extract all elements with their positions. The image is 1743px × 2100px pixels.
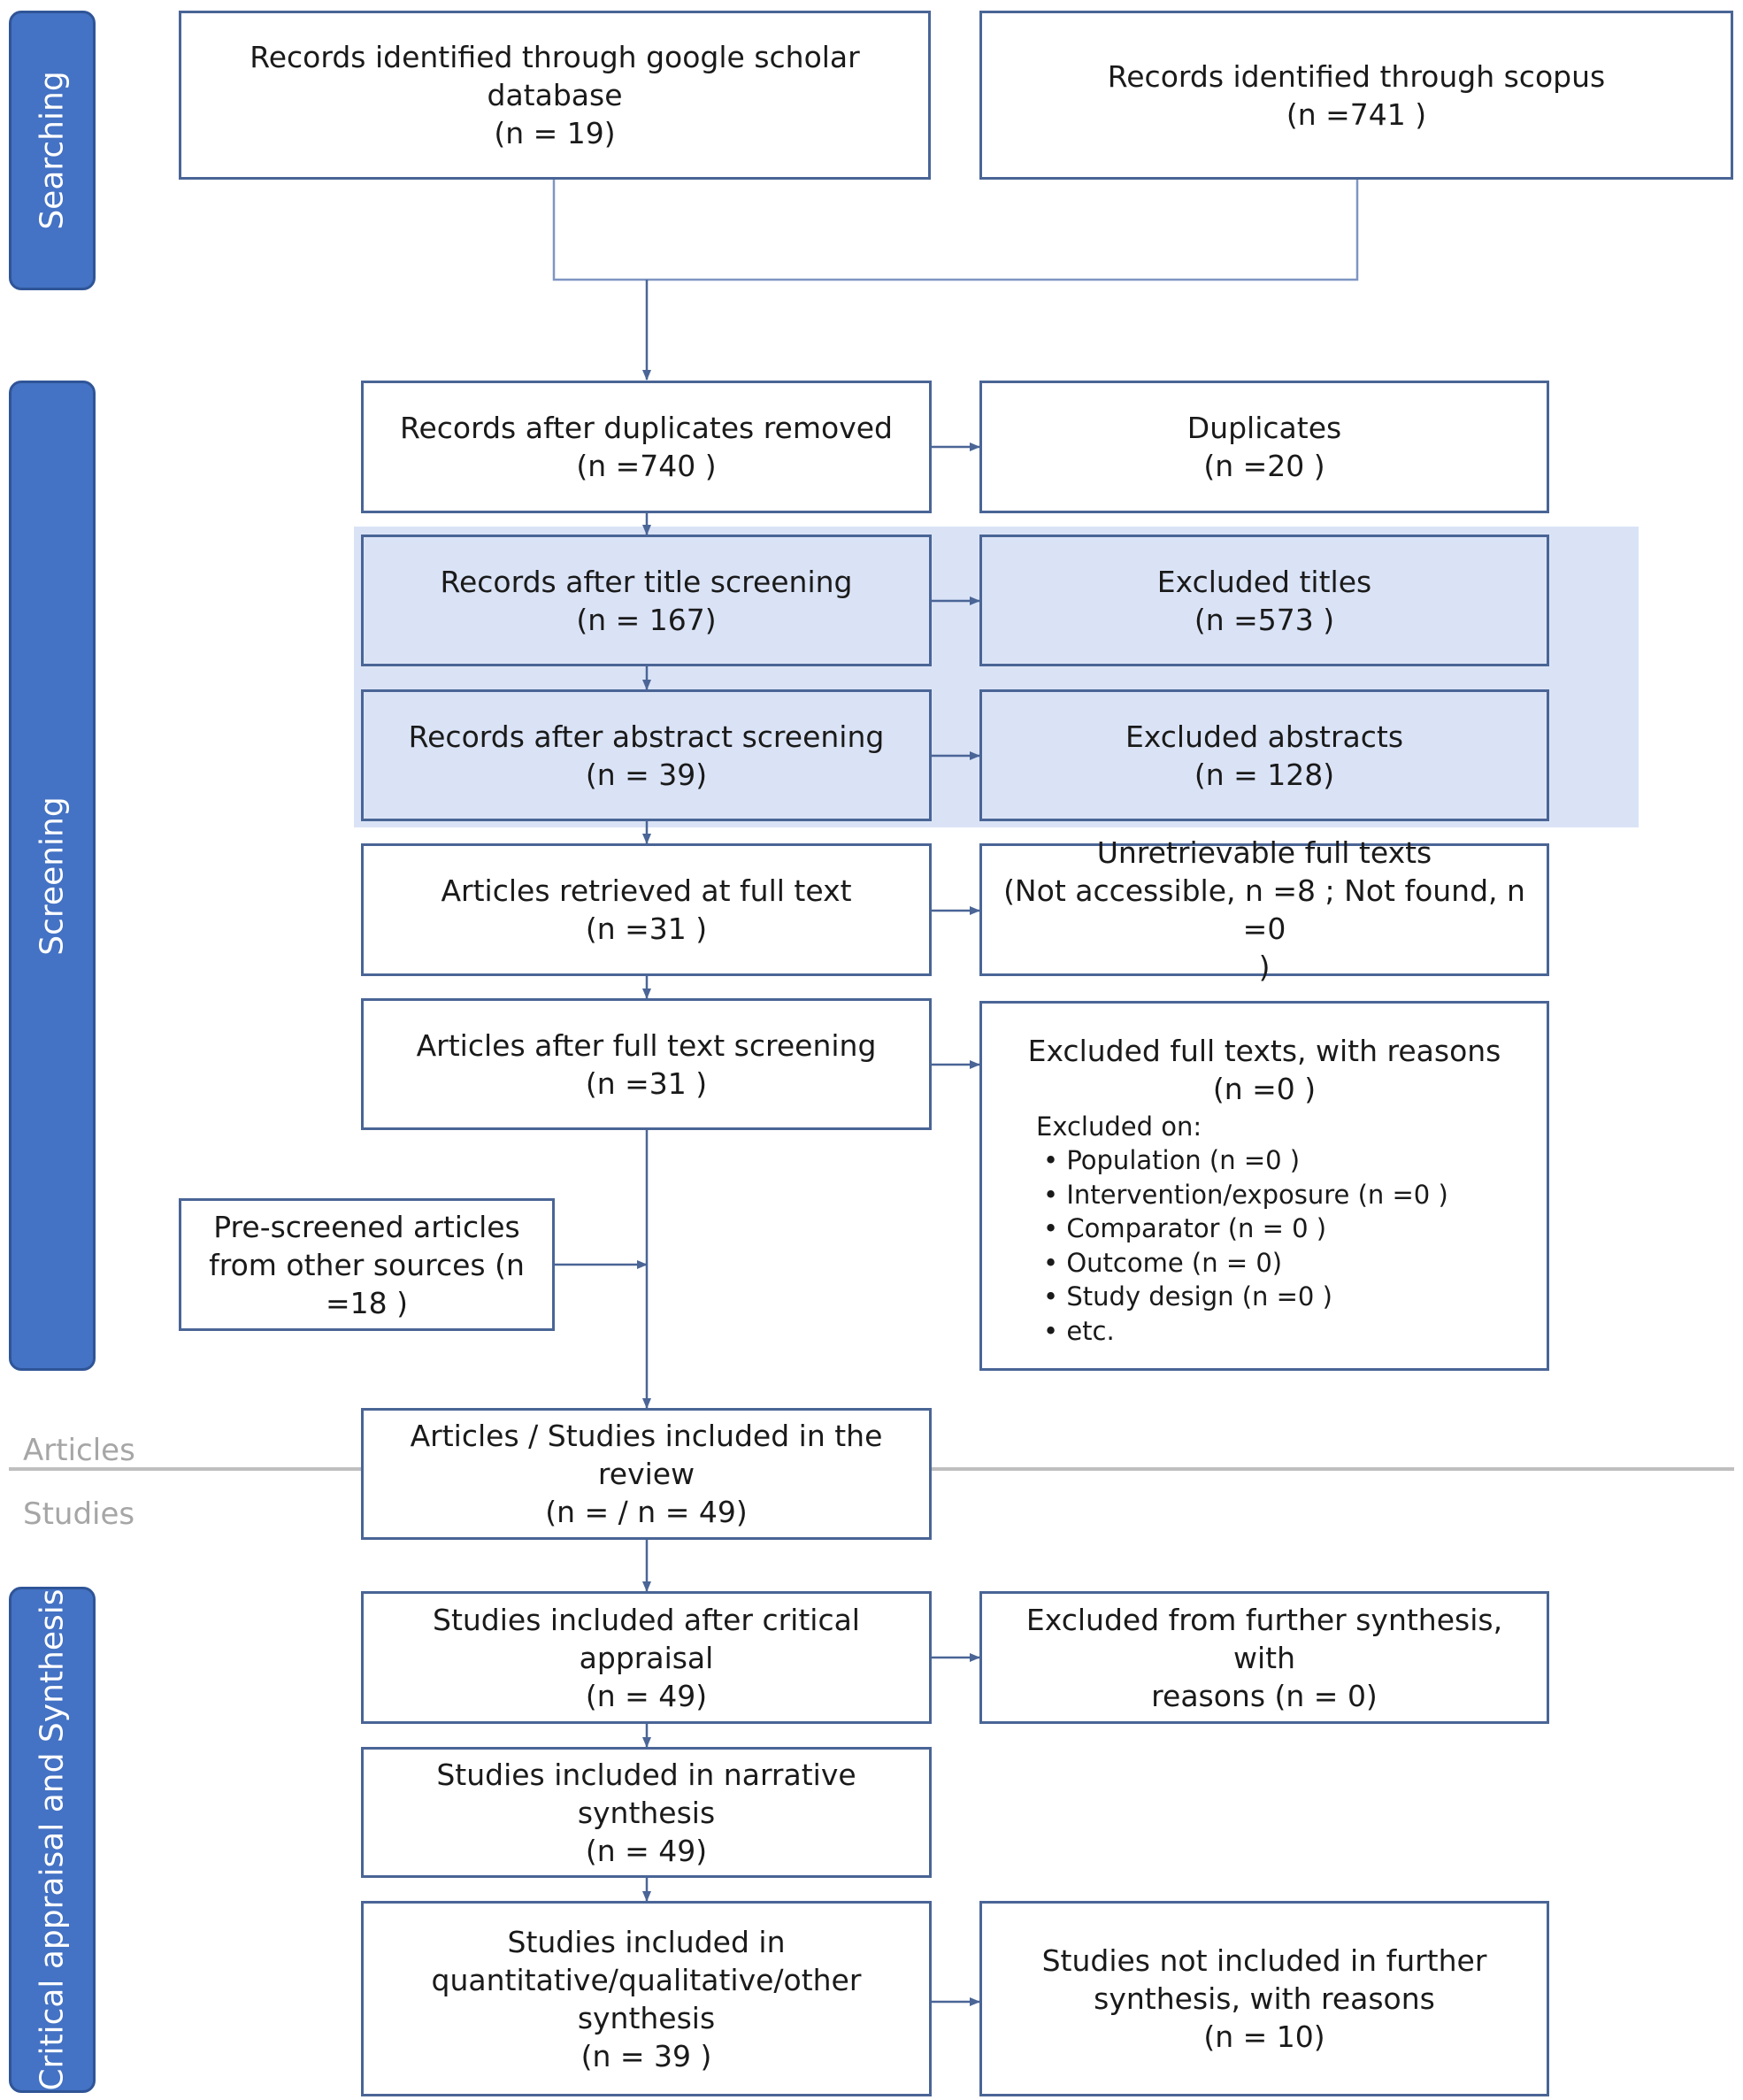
divider-label-studies: Studies bbox=[23, 1496, 135, 1532]
box-excluded-from-synthesis: Excluded from further synthesis, with re… bbox=[979, 1591, 1549, 1724]
box-line: Articles after full text screening bbox=[416, 1027, 877, 1063]
box-line: (Not accessible, n =8 ; Not found, n =0 bbox=[1003, 873, 1525, 946]
box-line: (n = / n = 49) bbox=[545, 1495, 748, 1529]
box-quantitative-synthesis: Studies included in quantitative/qualita… bbox=[361, 1901, 932, 2096]
box-articles-after-full-text-screening: Articles after full text screening (n =3… bbox=[361, 998, 932, 1130]
box-line: Excluded full texts, with reasons bbox=[1027, 1034, 1501, 1068]
box-records-after-abstract-screening: Records after abstract screening (n = 39… bbox=[361, 689, 932, 821]
box-line: reasons (n = 0) bbox=[1151, 1678, 1378, 1713]
box-line: Excluded from further synthesis, with bbox=[1025, 1602, 1503, 1675]
box-line: =18 ) bbox=[325, 1285, 408, 1320]
excluded-on-label: Excluded on: bbox=[1036, 1112, 1202, 1142]
box-line: quantitative/qualitative/other bbox=[431, 1962, 862, 1997]
box-line: (n =741 ) bbox=[1286, 96, 1427, 132]
box-line: Excluded titles bbox=[1156, 564, 1372, 599]
exclusion-reason-item: Population (n =0 ) bbox=[1043, 1143, 1448, 1178]
box-line: (n =0 ) bbox=[1212, 1072, 1317, 1106]
box-excluded-titles: Excluded titles (n =573 ) bbox=[979, 535, 1549, 666]
box-line: Duplicates bbox=[1186, 411, 1342, 445]
stage-searching: Searching bbox=[9, 11, 96, 290]
box-records-after-duplicates: Records after duplicates removed (n =740… bbox=[361, 381, 932, 513]
box-line: Pre-screened articles bbox=[213, 1209, 520, 1244]
exclusion-reason-item: Study design (n =0 ) bbox=[1043, 1280, 1448, 1314]
box-studies-not-included: Studies not included in further synthesi… bbox=[979, 1901, 1549, 2096]
exclusion-reason-item: etc. bbox=[1043, 1314, 1448, 1349]
box-line: Excluded abstracts bbox=[1125, 719, 1404, 754]
stage-screening: Screening bbox=[9, 381, 96, 1371]
box-line: Studies included after critical appraisa… bbox=[433, 1602, 860, 1675]
exclusion-reason-item: Comparator (n = 0 ) bbox=[1043, 1212, 1448, 1246]
divider-label-articles: Articles bbox=[23, 1433, 135, 1468]
box-line: (n = 39 ) bbox=[580, 2038, 712, 2073]
box-line: (n =20 ) bbox=[1203, 449, 1325, 483]
box-line: synthesis, with reasons bbox=[1094, 1981, 1435, 2016]
box-line: review bbox=[597, 1457, 695, 1491]
box-line: Articles / Studies included in the bbox=[410, 1419, 883, 1453]
box-duplicates: Duplicates (n =20 ) bbox=[979, 381, 1549, 513]
box-unretrievable-full-texts: Unretrievable full texts (Not accessible… bbox=[979, 835, 1549, 984]
box-line: Articles retrieved at full text bbox=[441, 873, 852, 908]
box-line: (n =31 ) bbox=[585, 912, 708, 946]
box-excluded-full-texts: Excluded full texts, with reasons (n =0 … bbox=[979, 1001, 1549, 1371]
exclusion-reasons-list: Population (n =0 ) Intervention/exposure… bbox=[1043, 1143, 1448, 1349]
box-line: Studies included in bbox=[507, 1924, 786, 1959]
box-line: (n = 19) bbox=[494, 116, 616, 150]
box-line: Studies included in narrative synthesis bbox=[436, 1757, 856, 1830]
box-line: ) bbox=[1258, 950, 1271, 984]
box-line: (n = 128) bbox=[1194, 757, 1335, 792]
excluded-full-texts-title: Excluded full texts, with reasons (n =0 … bbox=[982, 1032, 1547, 1108]
box-studies-after-critical-appraisal: Studies included after critical appraisa… bbox=[361, 1591, 932, 1724]
box-line: (n = 39) bbox=[585, 757, 708, 792]
box-line: (n =573 ) bbox=[1194, 602, 1335, 637]
box-line: Studies not included in further bbox=[1041, 1943, 1487, 1978]
box-line: Records identified through google schola… bbox=[250, 40, 860, 112]
box-line: Records after abstract screening bbox=[408, 719, 885, 754]
box-pre-screened-articles: Pre-screened articles from other sources… bbox=[179, 1198, 555, 1331]
box-narrative-synthesis: Studies included in narrative synthesis … bbox=[361, 1747, 932, 1878]
connector-merge bbox=[552, 180, 1359, 281]
box-articles-retrieved-full-text: Articles retrieved at full text (n =31 ) bbox=[361, 843, 932, 976]
box-scopus-records: Records identified through scopus (n =74… bbox=[979, 11, 1733, 180]
stage-appraisal: Critical appraisal and Synthesis bbox=[9, 1587, 96, 2093]
box-line: from other sources (n bbox=[209, 1247, 525, 1282]
exclusion-reason-item: Outcome (n = 0) bbox=[1043, 1246, 1448, 1281]
box-google-scholar-records: Records identified through google schola… bbox=[179, 11, 931, 180]
box-line: Records after duplicates removed bbox=[400, 411, 893, 445]
box-line: (n = 49) bbox=[585, 1833, 708, 1868]
exclusion-reason-item: Intervention/exposure (n =0 ) bbox=[1043, 1178, 1447, 1212]
box-line: Records after title screening bbox=[440, 564, 853, 599]
box-included-in-review: Articles / Studies included in the revie… bbox=[361, 1408, 932, 1540]
box-line: (n = 167) bbox=[576, 602, 717, 637]
box-line: synthesis bbox=[577, 2000, 716, 2035]
box-line: (n =31 ) bbox=[585, 1065, 708, 1101]
box-records-after-title-screening: Records after title screening (n = 167) bbox=[361, 535, 932, 666]
box-excluded-abstracts: Excluded abstracts (n = 128) bbox=[979, 689, 1549, 821]
box-line: (n = 10) bbox=[1203, 2019, 1325, 2054]
box-line: (n =740 ) bbox=[576, 449, 717, 483]
box-line: Unretrievable full texts bbox=[1096, 835, 1432, 870]
box-line: (n = 49) bbox=[585, 1678, 708, 1713]
box-line: Records identified through scopus bbox=[1107, 58, 1606, 94]
